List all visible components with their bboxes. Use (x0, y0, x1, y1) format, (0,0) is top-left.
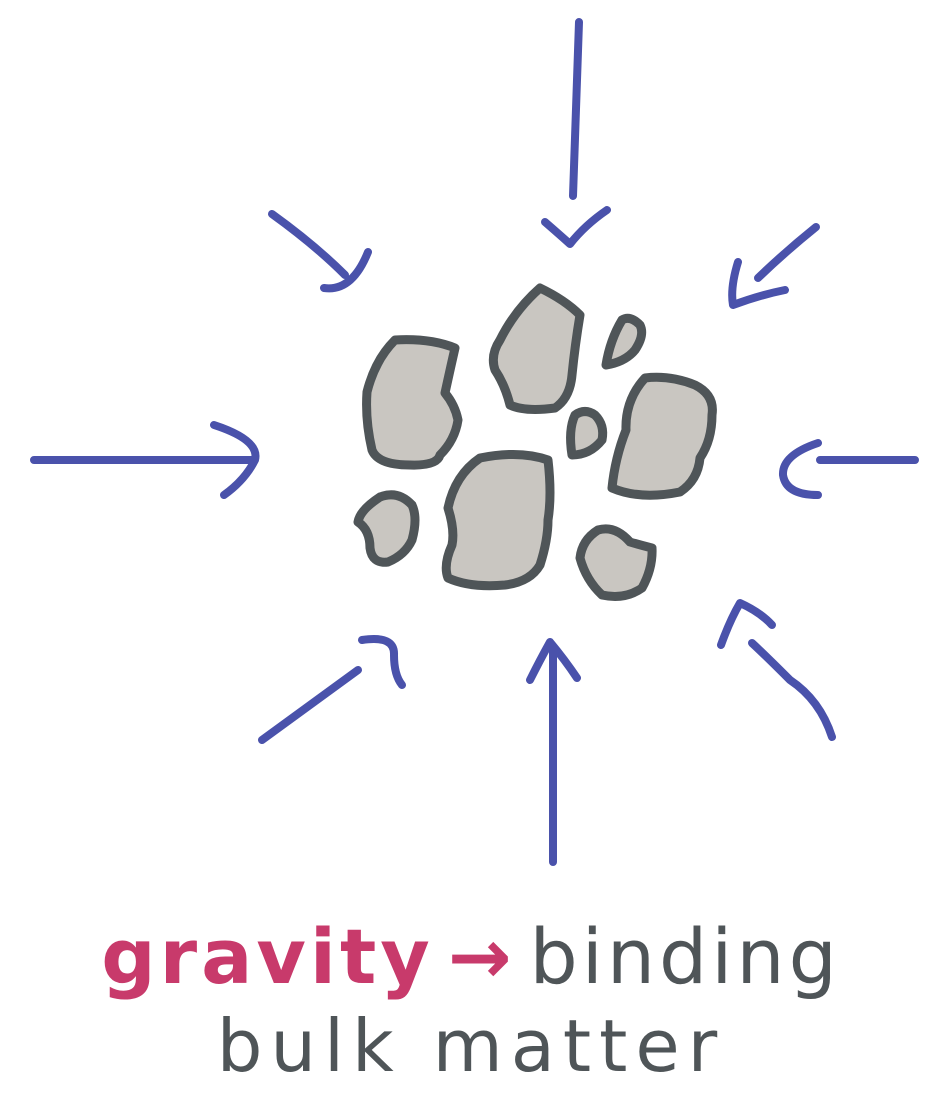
rock-7 (441, 449, 555, 591)
arrow-bottom-left-icon (258, 635, 406, 744)
arrow-left-icon (30, 421, 260, 499)
arrow-top-left-icon (268, 210, 372, 293)
gravity-label: gravity (101, 912, 434, 1001)
bulk-matter-label: bulk matter (216, 1004, 726, 1088)
rock-1 (362, 335, 463, 470)
caption-line-1: gravity→binding (0, 912, 942, 1001)
arrow-top-icon (541, 18, 611, 248)
rock-5 (566, 407, 608, 460)
arrow-bottom-right-icon (717, 599, 836, 741)
arrow-right-icon (779, 439, 919, 499)
rock-8 (575, 524, 657, 601)
rock-6 (353, 490, 420, 567)
arrow-bottom-icon (526, 638, 581, 866)
binding-label: binding (529, 912, 841, 1001)
caption-line-2: bulk matter (0, 1004, 942, 1088)
rock-3 (601, 313, 647, 370)
rock-2 (488, 283, 585, 414)
inward-arrows (30, 18, 919, 866)
arrow-right-icon: → (447, 912, 516, 1001)
rock-4 (607, 372, 717, 500)
arrow-top-right-icon (728, 223, 820, 309)
bulk-matter-rocks (353, 283, 717, 601)
